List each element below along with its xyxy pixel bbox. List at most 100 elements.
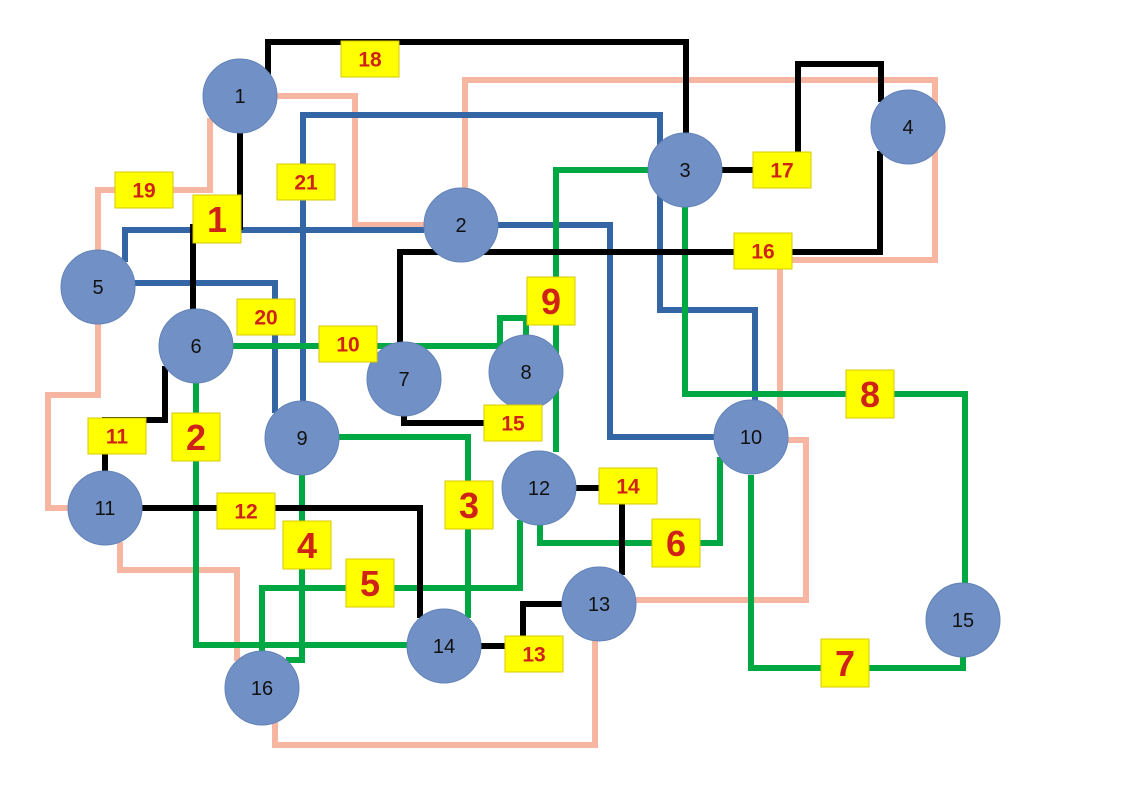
edge-tag-15: 15: [483, 404, 543, 442]
edge-tag-box-6: [651, 518, 701, 568]
edge-tag-box-18: [340, 40, 400, 78]
node-label-5: 5: [92, 277, 103, 299]
edge-tag-5: 5: [345, 558, 395, 608]
edge-tag-21: 21: [276, 163, 336, 201]
node-circle-2: [423, 187, 499, 263]
wire-green-13: [537, 457, 723, 546]
edge-tag-20: 20: [236, 298, 296, 336]
node-8: 8: [488, 334, 564, 410]
node-circle-4: [870, 89, 946, 165]
node-label-13: 13: [588, 594, 610, 616]
edge-tag-box-19: [114, 171, 174, 209]
node-label-8: 8: [520, 362, 531, 384]
edge-tag-number-21: 21: [294, 172, 318, 195]
edge-tag-box-5: [345, 558, 395, 608]
node-label-10: 10: [740, 427, 762, 449]
edge-tag-4: 4: [282, 520, 332, 570]
wire-salmon-1: [277, 77, 938, 416]
node-14: 14: [406, 608, 482, 684]
node-label-1: 1: [234, 86, 245, 108]
node-11: 11: [67, 470, 143, 546]
wire-salmon-2: [117, 542, 240, 661]
edge-tag-box-14: [598, 467, 658, 505]
edge-tag-number-5: 5: [360, 563, 380, 604]
edge-tag-number-12: 12: [234, 501, 257, 524]
node-label-7: 7: [398, 369, 409, 391]
node-9: 9: [264, 400, 340, 476]
edge-tag-box-10: [318, 325, 378, 363]
edge-tag-11: 11: [87, 417, 147, 455]
edge-tag-number-13: 13: [522, 644, 545, 667]
edge-tag-8: 8: [845, 369, 895, 419]
wire-green-11: [682, 207, 968, 583]
edge-tag-10: 10: [318, 325, 378, 363]
node-circle-7: [366, 341, 442, 417]
node-16: 16: [224, 650, 300, 726]
edge-tag-box-12: [216, 492, 276, 530]
node-1: 1: [202, 58, 278, 134]
edge-tag-3: 3: [444, 480, 494, 530]
edge-tag-number-15: 15: [501, 413, 525, 436]
node-4: 4: [870, 89, 946, 165]
node-circle-6: [158, 308, 234, 384]
edge-tag-2: 2: [171, 412, 221, 462]
edge-tag-number-16: 16: [751, 241, 774, 264]
node-label-9: 9: [296, 428, 307, 450]
node-label-15: 15: [952, 610, 974, 632]
node-7: 7: [366, 341, 442, 417]
node-circle-1: [202, 58, 278, 134]
node-circle-15: [925, 582, 1001, 658]
edge-tag-number-3: 3: [459, 485, 479, 526]
edge-tag-19: 19: [114, 171, 174, 209]
node-10: 10: [713, 399, 789, 475]
edge-tag-box-13: [504, 635, 564, 673]
edge-tag-number-6: 6: [666, 523, 686, 564]
node-circle-16: [224, 650, 300, 726]
edge-tag-number-9: 9: [541, 281, 561, 322]
wire-blue-5: [122, 227, 424, 262]
edge-tag-number-7: 7: [835, 643, 855, 684]
edge-tag-9: 9: [526, 276, 576, 326]
edge-tag-box-2: [171, 412, 221, 462]
node-circle-10: [713, 399, 789, 475]
node-circle-9: [264, 400, 340, 476]
node-circle-11: [67, 470, 143, 546]
node-circle-3: [647, 132, 723, 208]
edge-tag-14: 14: [598, 467, 658, 505]
edge-tag-box-1: [192, 194, 242, 244]
wire-salmon-4: [636, 437, 809, 603]
node-circle-13: [561, 566, 637, 642]
edge-tag-box-21: [276, 163, 336, 201]
wire-blue-6: [135, 280, 278, 413]
edge-tag-box-7: [820, 638, 870, 688]
wire-black-20: [397, 151, 883, 342]
node-label-2: 2: [455, 215, 466, 237]
wire-black-18: [265, 39, 689, 135]
node-label-11: 11: [95, 498, 116, 520]
edge-tag-16: 16: [733, 232, 793, 270]
edge-tag-box-4: [282, 520, 332, 570]
edge-tag-box-15: [483, 404, 543, 442]
node-label-4: 4: [902, 117, 913, 139]
edge-tag-number-19: 19: [132, 180, 155, 203]
node-13: 13: [561, 566, 637, 642]
edge-tag-13: 13: [504, 635, 564, 673]
edge-tag-number-10: 10: [336, 334, 359, 357]
edge-tag-box-16: [733, 232, 793, 270]
edge-tag-box-17: [752, 151, 812, 189]
edge-tag-7: 7: [820, 638, 870, 688]
edge-tag-box-9: [526, 276, 576, 326]
node-label-12: 12: [528, 478, 550, 500]
edge-tag-number-8: 8: [860, 374, 880, 415]
edge-tag-number-2: 2: [186, 417, 206, 458]
node-circle-5: [60, 249, 136, 325]
edge-tag-18: 18: [340, 40, 400, 78]
edge-tag-box-3: [444, 480, 494, 530]
edge-tag-number-20: 20: [254, 307, 277, 330]
node-2: 2: [423, 187, 499, 263]
wire-salmon-3: [272, 641, 598, 748]
edge-tag-box-20: [236, 298, 296, 336]
node-circle-12: [501, 450, 577, 526]
